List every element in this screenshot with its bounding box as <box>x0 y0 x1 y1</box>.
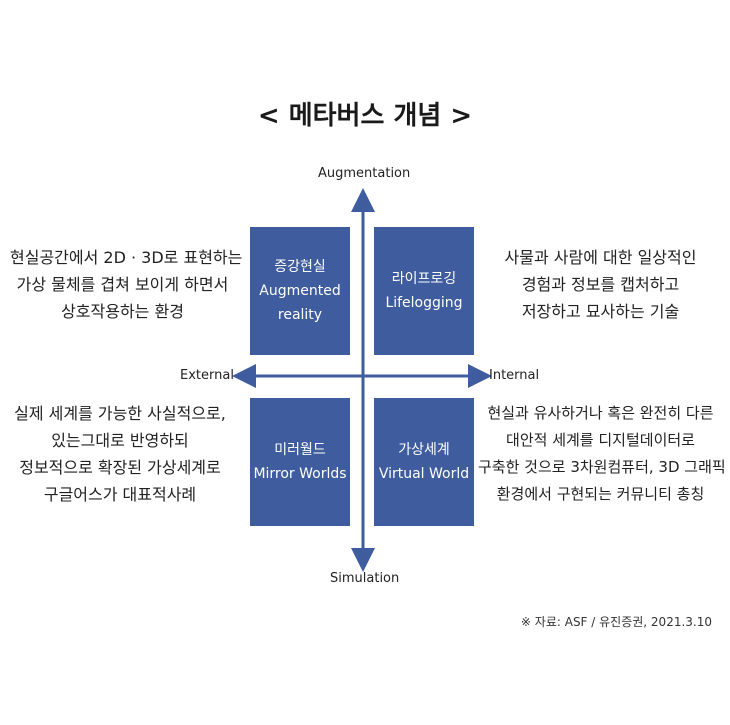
description-line: 저장하고 묘사하는 기술 <box>521 302 680 321</box>
quadrant-title-en: Virtual World <box>378 466 470 482</box>
axis-label-internal: Internal <box>489 368 540 383</box>
quadrant-title-ko: 가상세계 <box>398 442 450 458</box>
description-line: 현실공간에서 2D · 3D로 표현하는 <box>10 248 243 267</box>
quadrant-mirror-worlds: 미러월드 Mirror Worlds <box>250 398 350 526</box>
axis-label-augmentation: Augmentation <box>318 166 411 181</box>
source-note: ※ 자료: ASF / 유진증권, 2021.3.10 <box>520 615 712 629</box>
diagram-title: < 메타버스 개념 > <box>257 101 473 131</box>
description-line: 현실과 유사하거나 혹은 완전히 다른 <box>487 404 714 422</box>
description-line: 경험과 정보를 캡처하고 <box>521 275 680 294</box>
quadrant-title-ko: 미러월드 <box>274 442 326 458</box>
axis-label-simulation: Simulation <box>330 571 400 586</box>
description-mirror-worlds: 실제 세계를 가능한 사실적으로, 있는그대로 반영하되 정보적으로 확장된 가… <box>6 400 234 508</box>
description-line: 구축한 것으로 3차원컴퓨터, 3D 그래픽 <box>478 458 726 476</box>
description-line: 정보적으로 확장된 가상세계로 <box>19 458 221 477</box>
quadrant-augmented-reality: 증강현실 Augmented reality <box>250 227 350 355</box>
quadrant-title-en: Lifelogging <box>385 295 463 311</box>
description-line: 구글어스가 대표적사례 <box>43 485 197 504</box>
description-line: 가상 물체를 겹쳐 보이게 하면서 <box>16 275 229 294</box>
description-line: 환경에서 구현되는 커뮤니티 총칭 <box>496 485 705 503</box>
description-line: 사물과 사람에 대한 일상적인 <box>504 248 697 267</box>
quadrant-virtual-world: 가상세계 Virtual World <box>374 398 474 526</box>
description-line: 상호작용하는 환경 <box>61 302 184 321</box>
description-line: 대안적 세계를 디지털데이터로 <box>506 431 695 449</box>
quadrant-lifelogging: 라이프로깅 Lifelogging <box>374 227 474 355</box>
description-line: 실제 세계를 가능한 사실적으로, <box>14 404 226 423</box>
quadrant-title-ko: 증강현실 <box>274 259 326 275</box>
description-augmented-reality: 현실공간에서 2D · 3D로 표현하는 가상 물체를 겹쳐 보이게 하면서 상… <box>10 244 243 325</box>
axis-label-external: External <box>180 368 234 383</box>
description-line: 있는그대로 반영하되 <box>51 431 189 450</box>
quadrant-title-en: Augmented <box>259 283 341 299</box>
quadrant-title-ko: 라이프로깅 <box>391 271 457 287</box>
quadrant-title-en: Mirror Worlds <box>253 466 347 482</box>
description-virtual-world: 현실과 유사하거나 혹은 완전히 다른 대안적 세계를 디지털데이터로 구축한 … <box>478 400 726 508</box>
quadrant-title-en-2: reality <box>277 307 323 323</box>
description-lifelogging: 사물과 사람에 대한 일상적인 경험과 정보를 캡처하고 저장하고 묘사하는 기… <box>478 244 723 325</box>
